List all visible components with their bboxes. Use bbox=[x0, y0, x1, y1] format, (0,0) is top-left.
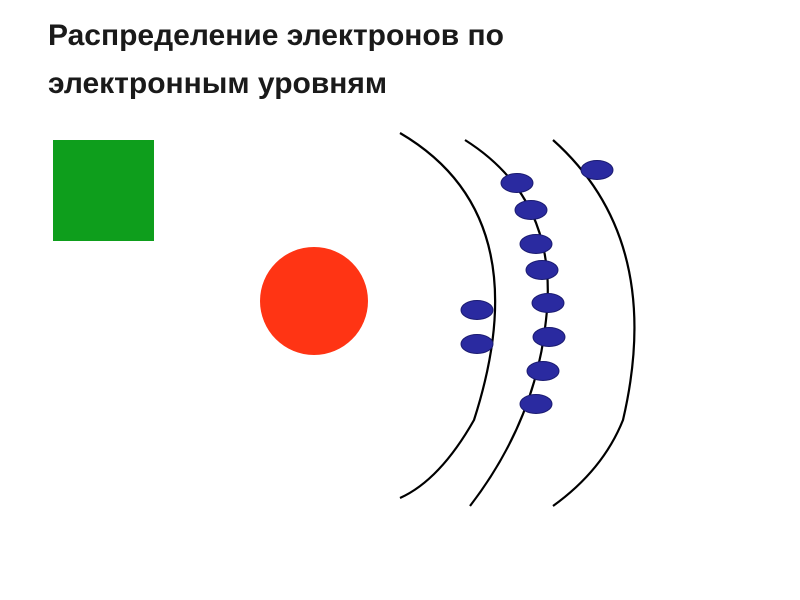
element-symbol-box bbox=[53, 140, 154, 241]
electron bbox=[460, 334, 494, 354]
electron bbox=[525, 260, 559, 280]
electron bbox=[514, 200, 548, 220]
electron bbox=[580, 160, 614, 180]
electron-shell-1 bbox=[399, 132, 497, 500]
nucleus bbox=[260, 247, 368, 355]
electron-shell-3 bbox=[552, 139, 636, 507]
electron-shell-2 bbox=[464, 139, 549, 507]
electron bbox=[519, 394, 553, 414]
electron bbox=[532, 327, 566, 347]
electron bbox=[500, 173, 534, 193]
electrons bbox=[460, 160, 614, 414]
electron bbox=[531, 293, 565, 313]
electron bbox=[526, 361, 560, 381]
title-line-2: электронным уровням bbox=[48, 67, 388, 100]
page-title: Распределение электронов по электронным … bbox=[48, 12, 748, 108]
title-line-1: Распределение электронов по bbox=[48, 19, 504, 52]
electron bbox=[460, 300, 494, 320]
electron bbox=[519, 234, 553, 254]
